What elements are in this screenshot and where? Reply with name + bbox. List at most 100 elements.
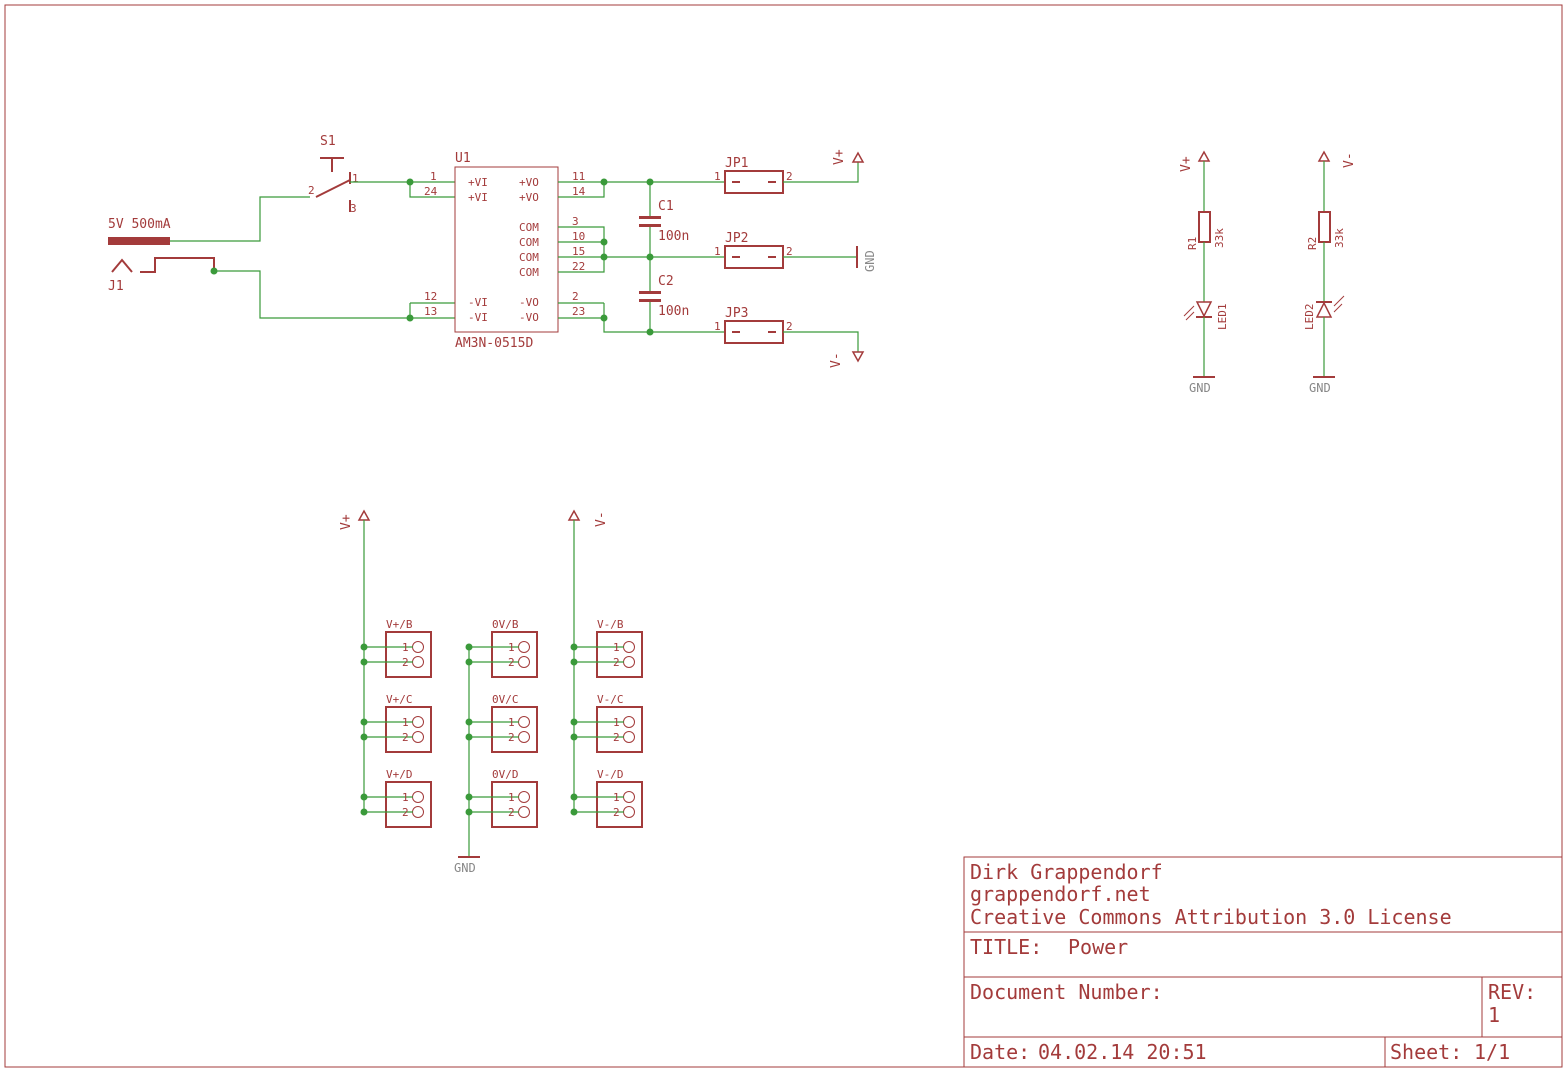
terminal-screw	[623, 731, 635, 743]
led-emission-arrow	[1333, 303, 1343, 313]
title-block: Dirk Grappendorf grappendorf.net Creativ…	[963, 856, 1563, 1068]
resistor-body	[1318, 211, 1331, 243]
capacitor-c2: C2 100n	[639, 274, 689, 319]
junction	[570, 733, 578, 741]
wire-vminus-out	[558, 317, 725, 333]
pin-label: COM	[519, 251, 539, 264]
terminal-block: V+/B12	[360, 618, 432, 678]
junction	[360, 643, 368, 651]
terminal-pin-number: 2	[613, 656, 620, 669]
cap-plate	[639, 216, 661, 219]
junction	[360, 658, 368, 666]
sheet-label: Sheet:	[1390, 1040, 1462, 1064]
pin-number: 23	[572, 305, 585, 318]
terminal-screw	[518, 806, 530, 818]
supply-vminus-label: V-	[829, 352, 844, 368]
terminal-body	[491, 781, 538, 828]
converter-body	[454, 166, 559, 333]
supply-arrow-up	[567, 509, 581, 521]
terminal-screw	[518, 731, 530, 743]
revision-label: REV:	[1488, 980, 1536, 1004]
terminal-blocks: V+/B12V+/C12V+/D120V/B120V/C120V/D12V-/B…	[360, 618, 643, 828]
cap-plate	[639, 224, 661, 227]
pin-number: 2	[572, 290, 579, 303]
jumper-pin-1: 1	[714, 320, 721, 333]
license-text: Creative Commons Attribution 3.0 License	[970, 905, 1452, 929]
vminus-terminal-bus: V-	[567, 509, 609, 812]
capacitor-value-label: 100n	[658, 229, 689, 244]
wire-jp3-to-vminus	[783, 331, 859, 352]
junction	[465, 718, 473, 726]
supply-arrow-up	[1197, 150, 1211, 162]
pin-number: 12	[424, 290, 437, 303]
gnd-terminal-bus: GND	[454, 647, 480, 875]
terminal-pin-number: 2	[402, 806, 409, 819]
terminal-screw	[412, 791, 424, 803]
terminal-body	[385, 631, 432, 678]
junction	[600, 314, 608, 322]
jumper-jp1: JP1 1 2	[714, 156, 793, 194]
pin-number: 14	[572, 185, 586, 198]
pin-label: -VO	[519, 311, 539, 324]
terminal-body	[491, 706, 538, 753]
junction	[646, 253, 654, 261]
pin-label: -VI	[468, 311, 488, 324]
converter-value-label: AM3N-0515D	[455, 336, 533, 351]
wire-input-bridge-top	[409, 182, 455, 198]
terminal-pin-number: 1	[508, 641, 515, 654]
terminal-pin-number: 1	[402, 791, 409, 804]
wire-jack-to-switch	[170, 196, 310, 242]
supply-arrow-up	[1317, 150, 1331, 162]
junction	[600, 238, 608, 246]
converter-u1: U1 AM3N-0515D +VI +VI -VI -VI 1 24 12 13…	[424, 151, 586, 351]
resistor-ref-label: R2	[1306, 237, 1319, 250]
supply-arrow-down	[851, 351, 865, 363]
terminal-block: V-/C12	[570, 693, 643, 753]
terminal-body	[596, 781, 643, 828]
terminal-pin-number: 1	[508, 791, 515, 804]
vminus-bus-label: V-	[594, 511, 609, 527]
terminal-screw	[518, 791, 530, 803]
pin-number: 1	[430, 170, 437, 183]
capacitor-ref-label: C2	[658, 274, 674, 289]
switch-s1: S1 1 2 3	[308, 134, 359, 215]
supply-vminus-output: V-	[829, 351, 865, 368]
terminal-screw	[412, 716, 424, 728]
vplus-terminal-bus: V+	[339, 509, 371, 812]
jack-value-label: 5V 500mA	[108, 217, 171, 232]
jumper-pin-1: 1	[714, 245, 721, 258]
junction	[570, 643, 578, 651]
jack-ref-label: J1	[108, 279, 124, 294]
terminal-name-label: V+/D	[386, 768, 413, 781]
led-triangle	[1315, 301, 1333, 318]
junction	[465, 793, 473, 801]
jumper-pin-2: 2	[786, 245, 793, 258]
junction	[465, 733, 473, 741]
terminal-block: 0V/C12	[465, 693, 538, 753]
switch-blade	[315, 179, 351, 198]
resistor-value-label: 33k	[1213, 228, 1226, 248]
ground-label: GND	[454, 861, 476, 875]
junction	[570, 718, 578, 726]
jack-contact-symbol	[111, 258, 133, 273]
indicator-led2: V- R2 33k LED2 GND	[1303, 150, 1357, 395]
pin-number: 11	[572, 170, 585, 183]
junction	[360, 733, 368, 741]
title-value: Power	[1068, 935, 1128, 959]
resistor-ref-label: R1	[1186, 237, 1199, 250]
junction	[646, 328, 654, 336]
capacitor-c1: C1 100n	[639, 199, 689, 244]
jumper-ref-label: JP2	[725, 231, 748, 246]
capacitor-value-label: 100n	[658, 304, 689, 319]
switch-pin-2: 2	[308, 184, 315, 197]
website-text: grappendorf.net	[970, 882, 1151, 906]
terminal-pin-number: 2	[508, 806, 515, 819]
terminal-screw	[623, 641, 635, 653]
led-ref-label: LED1	[1216, 304, 1229, 331]
terminal-block: V-/D12	[570, 768, 643, 828]
title-block-frame	[963, 856, 1563, 1068]
pin-number: 15	[572, 245, 585, 258]
terminal-body	[385, 706, 432, 753]
power-jack-j1: 5V 500mA J1	[108, 217, 215, 294]
ground-output: GND	[856, 246, 877, 272]
